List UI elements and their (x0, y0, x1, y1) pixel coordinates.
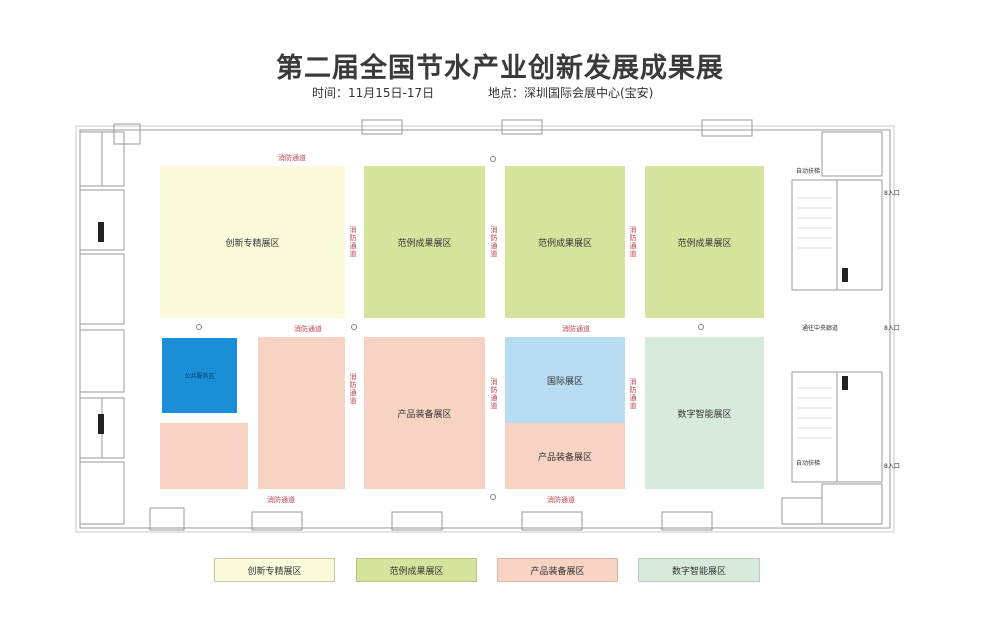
fire-lane-v3-top: 消防通道 (629, 226, 637, 258)
zone-label: 数字智能展区 (677, 409, 732, 420)
pillar (698, 324, 704, 330)
zone-case-2: 范例成果展区 (505, 166, 625, 318)
legend-case: 范例成果展区 (356, 558, 477, 582)
zone-case-1: 范例成果展区 (364, 166, 485, 318)
entrance-bottom: 8入口 (884, 463, 900, 470)
zone-digital: 数字智能展区 (645, 337, 764, 489)
fire-lane-v2-top: 消防通道 (490, 226, 498, 258)
fire-lane-v1-top: 消防通道 (349, 226, 357, 258)
zone-label: 范例成果展区 (537, 238, 592, 249)
zone-public-service: 公共服务区 (162, 338, 237, 413)
pillar (351, 324, 357, 330)
fire-lane-bottom-right: 消防通道 (547, 496, 575, 504)
zone-case-3: 范例成果展区 (645, 166, 764, 318)
zone-label: 产品装备展区 (397, 409, 452, 420)
legend-digital: 数字智能展区 (638, 558, 760, 582)
pillar (490, 156, 496, 162)
fire-lane-bottom-left: 消防通道 (267, 496, 295, 504)
legend-product: 产品装备展区 (497, 558, 618, 582)
escalator-bottom: 自动扶梯 (796, 460, 821, 467)
fire-lane-v3-bottom: 消防通道 (629, 378, 637, 410)
fire-lane-mid-right: 消防通道 (562, 325, 590, 333)
entrance-mid: 8入口 (884, 325, 900, 332)
zone-label: 范例成果展区 (677, 238, 732, 249)
zone-product-main: 产品装备展区 (364, 337, 485, 489)
event-venue: 地点：深圳国际会展中心(宝安) (488, 86, 654, 100)
zone-product-lower: 产品装备展区 (505, 423, 625, 489)
central-corridor: 通往中央廊道 (802, 325, 839, 332)
zone-product-left-lower (160, 423, 248, 489)
fire-lane-top: 消防通道 (278, 154, 306, 162)
zone-product-left-tall (258, 337, 345, 489)
pillar (196, 324, 202, 330)
zone-label: 范例成果展区 (397, 238, 452, 249)
escalator-top: 自动扶梯 (796, 168, 821, 175)
pillar (490, 494, 496, 500)
zone-label: 产品装备展区 (537, 452, 592, 463)
entrance-top: 8入口 (884, 190, 900, 197)
floor-plan: 创新专精展区 范例成果展区 范例成果展区 范例成果展区 公共服务区 产品装备展区… (62, 118, 938, 542)
event-time: 时间：11月15日-17日 (312, 86, 435, 100)
zone-label: 公共服务区 (184, 373, 215, 380)
hall-outline (75, 119, 895, 533)
legend-innovation: 创新专精展区 (214, 558, 335, 582)
zone-innovation: 创新专精展区 (160, 166, 345, 318)
fire-lane-v1-bottom: 消防通道 (349, 373, 357, 405)
page-title: 第二届全国节水产业创新发展成果展 (276, 53, 724, 84)
zone-label: 创新专精展区 (225, 238, 280, 249)
fire-lane-v2-bottom: 消防通道 (490, 378, 498, 410)
fire-lane-mid-left: 消防通道 (294, 325, 322, 333)
zone-label: 国际展区 (546, 376, 583, 387)
zone-international: 国际展区 (505, 337, 625, 423)
